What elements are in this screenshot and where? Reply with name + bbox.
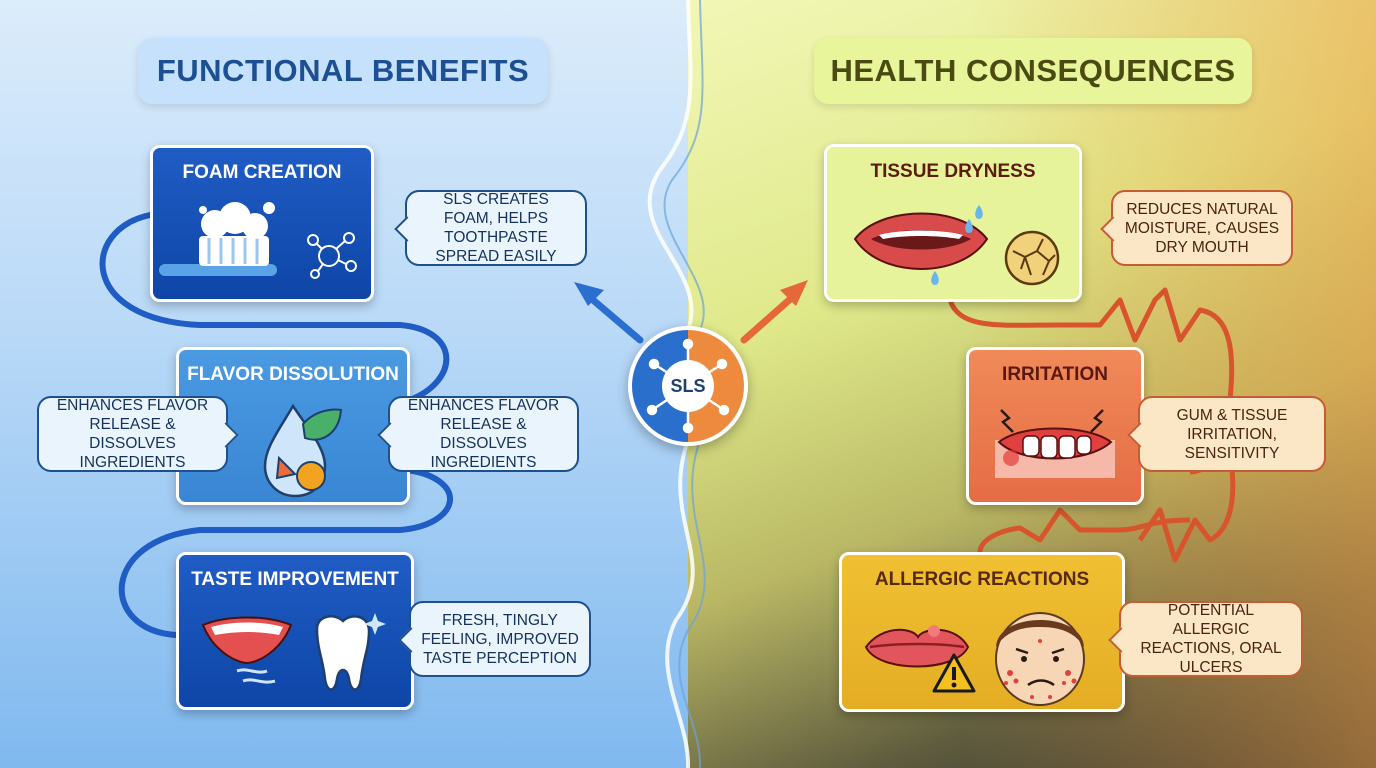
allergic-reactions-note: POTENTIAL ALLERGIC REACTIONS, ORAL ULCER… <box>1108 601 1303 677</box>
dry-lips-icon <box>853 205 989 285</box>
cracked-tissue-icon <box>1004 230 1060 286</box>
irritation-title: IRRITATION <box>1002 364 1108 385</box>
rash-face-icon <box>995 612 1085 706</box>
foam-creation-title: FOAM CREATION <box>182 162 342 183</box>
flavor-note-left-text: ENHANCES FLAVOR RELEASE & DISSOLVES INGR… <box>56 397 209 471</box>
irritation-note-text: GUM & TISSUE IRRITATION, SENSITIVITY <box>1176 406 1288 462</box>
tissue-dryness-note-text: REDUCES NATURAL MOISTURE, CAUSES DRY MOU… <box>1124 200 1280 256</box>
flavor-dissolution-title: FLAVOR DISSOLUTION <box>187 364 399 385</box>
tissue-dryness-note: REDUCES NATURAL MOISTURE, CAUSES DRY MOU… <box>1100 190 1293 266</box>
tissue-dryness-title: TISSUE DRYNESS <box>870 161 1036 182</box>
foam-creation-card: FOAM CREATION <box>150 145 374 302</box>
sparkling-tooth-icon <box>315 613 386 691</box>
allergic-reactions-title: ALLERGIC REACTIONS <box>874 569 1090 590</box>
warning-icon <box>932 653 976 693</box>
flavor-dissolution-note-left: ENHANCES FLAVOR RELEASE & DISSOLVES INGR… <box>37 396 239 472</box>
irritation-note: GUM & TISSUE IRRITATION, SENSITIVITY <box>1127 396 1326 472</box>
flavor-dissolution-note-right: ENHANCES FLAVOR RELEASE & DISSOLVES INGR… <box>377 396 579 472</box>
health-consequences-heading: HEALTH CONSEQUENCES <box>814 38 1252 104</box>
taste-note-text: FRESH, TINGLY FEELING, IMPROVED TASTE PE… <box>421 611 579 667</box>
tissue-dryness-card: TISSUE DRYNESS <box>824 144 1082 302</box>
allergic-note-text: POTENTIAL ALLERGIC REACTIONS, ORAL ULCER… <box>1140 602 1282 676</box>
sls-center-node: SLS <box>628 326 748 446</box>
taste-improvement-title: TASTE IMPROVEMENT <box>191 569 399 590</box>
molecule-icon <box>307 232 357 279</box>
flavor-note-right-text: ENHANCES FLAVOR RELEASE & DISSOLVES INGR… <box>407 397 560 471</box>
foam-creation-note: SLS CREATES FOAM, HELPS TOOTHPASTE SPREA… <box>394 190 587 266</box>
allergic-reactions-card: ALLERGIC REACTIONS <box>839 552 1125 712</box>
functional-benefits-heading: FUNCTIONAL BENEFITS <box>138 38 548 104</box>
smile-mouth-icon <box>201 616 293 684</box>
irritated-gums-icon <box>995 409 1115 478</box>
flavor-drop-icon <box>263 403 343 498</box>
swollen-lips-icon <box>864 625 970 668</box>
toothbrush-foam-icon <box>159 202 277 276</box>
taste-improvement-note: FRESH, TINGLY FEELING, IMPROVED TASTE PE… <box>398 601 591 677</box>
foam-creation-note-text: SLS CREATES FOAM, HELPS TOOTHPASTE SPREA… <box>435 191 557 265</box>
sls-label: SLS <box>662 360 714 412</box>
irritation-card: IRRITATION <box>966 347 1144 505</box>
taste-improvement-card: TASTE IMPROVEMENT <box>176 552 414 710</box>
